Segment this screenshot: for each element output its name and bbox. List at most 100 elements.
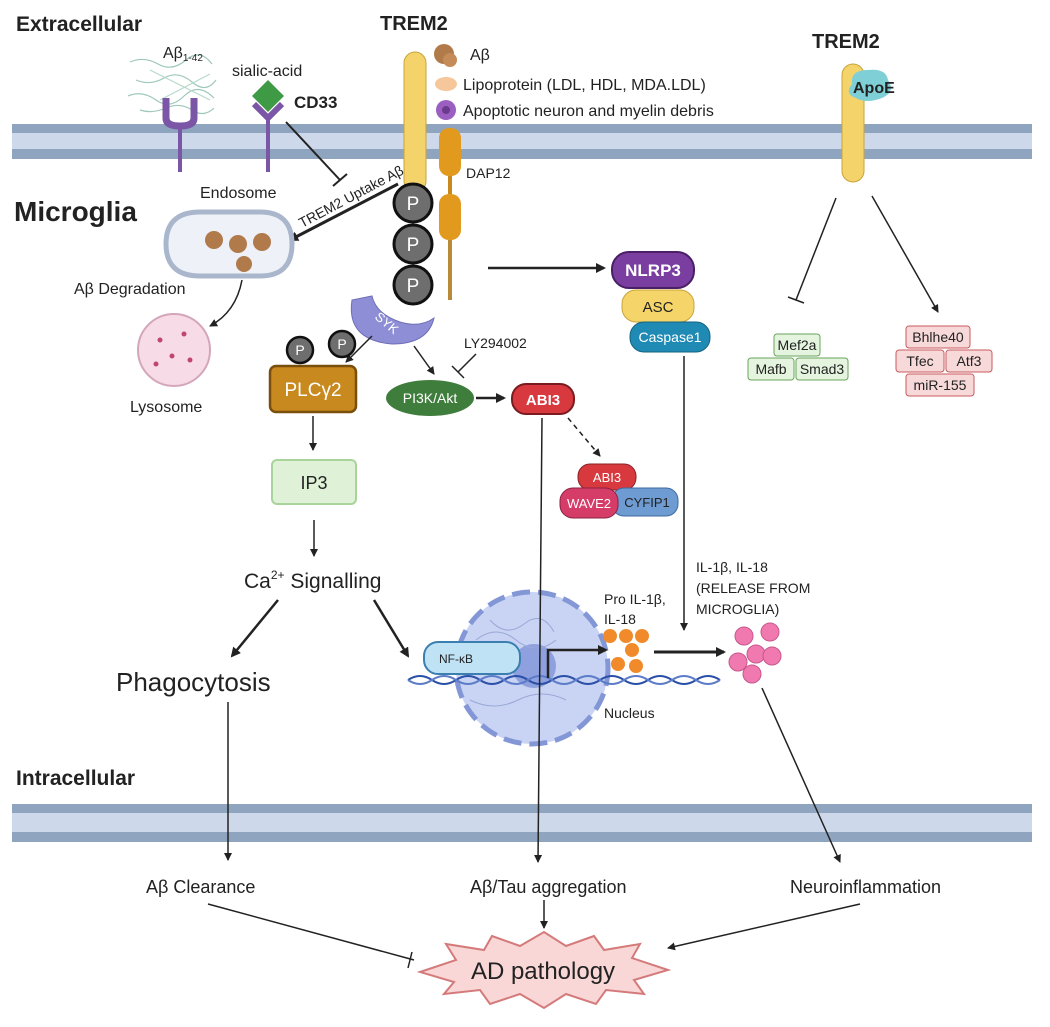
neuroinflammation-to-ad-arrow <box>667 903 861 951</box>
p3-label: P <box>407 276 420 297</box>
pi3k-akt-protein <box>386 380 474 416</box>
trem2-inhibit-bar <box>787 296 805 304</box>
trem2-activate-arrow <box>871 195 939 313</box>
abeta-fibrils <box>127 54 217 115</box>
intracellular-label: Intracellular <box>16 767 135 790</box>
wave2-label: WAVE2 <box>567 496 611 511</box>
abeta-receptor <box>162 98 198 172</box>
extracellular-label: Extracellular <box>16 13 142 36</box>
lysosome-label: Lysosome <box>130 399 202 416</box>
trem2-center-title: TREM2 <box>380 13 448 35</box>
abeta-142-label: Aβ1-42 <box>163 45 203 64</box>
asc-label: ASC <box>643 299 674 316</box>
ad-pathology-label: AD pathology <box>471 958 615 985</box>
nucleus-label: Nucleus <box>604 705 655 721</box>
ly-inhibit-bar <box>451 365 465 379</box>
cd33-inhibition-line <box>285 121 341 181</box>
clearance-label: Aβ Clearance <box>146 877 255 897</box>
release-label-3: MICROGLIA) <box>696 601 779 617</box>
transcription-arrow <box>546 645 608 678</box>
dap12-adaptor <box>439 128 461 300</box>
abi3-label: ABI3 <box>526 392 560 409</box>
apoe-label: ApoE <box>853 80 895 97</box>
nfkb-protein <box>423 641 521 675</box>
mafb-label: Mafb <box>755 361 786 377</box>
plasma-membrane-top <box>12 124 1032 159</box>
nfkb-label: NF-κB <box>439 652 473 666</box>
dap12-label: DAP12 <box>466 165 511 181</box>
endosome-label: Endosome <box>200 185 277 202</box>
ca-signalling-label: Ca2+ Signalling <box>244 568 381 593</box>
mir155-label: miR-155 <box>914 377 967 393</box>
trem2-uptake-label: TREM2 Uptake Aβ <box>296 162 406 231</box>
atf3-label: Atf3 <box>957 353 982 369</box>
syk-to-pi3k-arrow <box>413 345 435 375</box>
syk-to-plcg2-arrow <box>345 335 373 363</box>
ip3-box <box>271 459 357 505</box>
pro-il-label-2: IL-18 <box>604 611 636 627</box>
cd33-label: CD33 <box>294 93 337 112</box>
endosome <box>163 209 295 279</box>
endosome-to-lysosome-arrow <box>209 279 243 327</box>
abi3-wave2-cyfip1-complex <box>559 463 679 519</box>
abi3-to-aggregation-arrow <box>534 417 543 863</box>
ad-pathology-star <box>416 930 672 1010</box>
trem2-inhibit-line <box>795 197 837 301</box>
p2-label: P <box>407 235 420 256</box>
trem2-right-title: TREM2 <box>812 31 880 53</box>
ip3-label: IP3 <box>300 473 327 493</box>
phospho-p1: P <box>392 182 434 224</box>
complex-abi3-label: ABI3 <box>593 470 621 485</box>
mef2a-label: Mef2a <box>778 337 817 353</box>
phagocytosis-label: Phagocytosis <box>116 667 271 697</box>
apoptotic-debris-icon <box>436 100 456 120</box>
smad3-label: Smad3 <box>800 361 845 377</box>
ligand-abeta-label: Aβ <box>470 47 490 64</box>
il-particles <box>728 622 782 684</box>
il-to-neuroinflammation-arrow <box>761 687 841 863</box>
trem2-uptake-arrow <box>288 182 399 242</box>
apoe-ligand <box>848 69 891 101</box>
lipoprotein-label: Lipoprotein (LDL, HDL, MDA.LDL) <box>463 77 706 94</box>
bhlhe40-label: Bhlhe40 <box>912 329 964 345</box>
abi3-to-complex-arrow <box>567 417 601 457</box>
apoptotic-label: Apoptotic neuron and myelin debris <box>463 103 714 120</box>
dna-strand <box>407 675 721 685</box>
plasma-membrane-bottom <box>12 804 1032 842</box>
plcg2-p1-label: P <box>295 342 304 358</box>
phospho-p3: P <box>392 264 434 306</box>
plcg2-box <box>268 364 358 414</box>
aggregation-label: Aβ/Tau aggregation <box>470 877 626 897</box>
tfec-label: Tfec <box>906 353 933 369</box>
pro-il-label-1: Pro IL-1β, <box>604 591 666 607</box>
nlrp3-label: NLRP3 <box>625 261 681 280</box>
cd33-inhibition-bar <box>332 173 348 187</box>
nlrp3-protein <box>611 251 695 289</box>
plcg2-phospho-2: P <box>327 329 357 359</box>
caspase1-label: Caspase1 <box>638 329 701 345</box>
pro-il-particles <box>603 629 649 673</box>
phospho-p2: P <box>392 223 434 265</box>
clearance-inhibit-line <box>207 903 415 961</box>
ca-to-phagocytosis-arrow <box>230 599 279 658</box>
abeta-degradation-label: Aβ Degradation <box>74 281 186 298</box>
microglia-label: Microglia <box>14 196 137 227</box>
sialic-acid-label: sialic-acid <box>232 63 302 80</box>
plcg2-phospho-1: P <box>285 335 315 365</box>
clearance-inhibit-bar <box>407 951 413 969</box>
abi3-protein <box>511 383 575 415</box>
caspase1-protein <box>629 321 711 353</box>
syk-kinase: SYK <box>350 295 435 345</box>
plcg2-p2-label: P <box>337 336 346 352</box>
red-gene-cluster <box>895 325 993 397</box>
ly294002-label: LY294002 <box>464 335 527 351</box>
ligand-abeta-icon <box>434 44 457 67</box>
lysosome <box>137 313 211 387</box>
ca-to-nfkb-arrow <box>372 599 410 658</box>
plcg2-label: PLCγ2 <box>284 380 341 401</box>
lipoprotein-icon <box>435 77 457 91</box>
release-label-1: IL-1β, IL-18 <box>696 559 768 575</box>
p1-label: P <box>407 194 420 215</box>
ly-inhibit-line <box>457 353 477 373</box>
